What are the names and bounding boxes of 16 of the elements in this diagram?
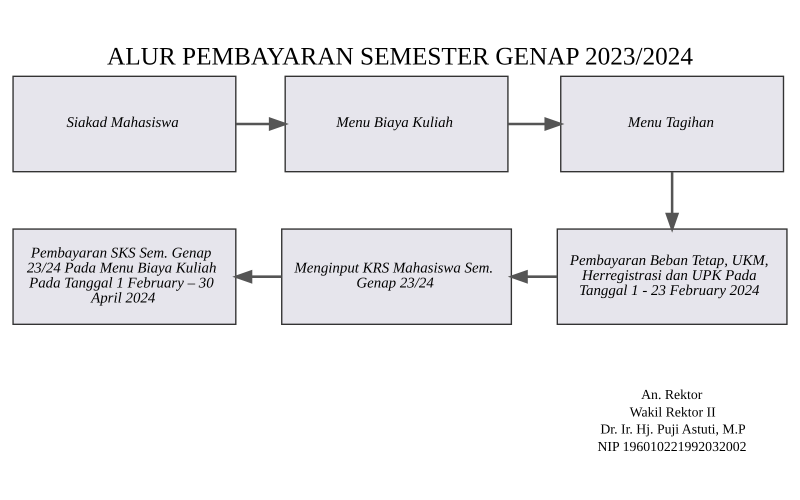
diagram-title: ALUR PEMBAYARAN SEMESTER GENAP 2023/2024 [107,42,693,70]
node-box: Menu Tagihan [560,76,784,172]
node-box: Menginput KRS Mahasiswa Sem. Genap 23/24 [281,228,512,326]
label: NIP 196010221992032002 [597,438,747,454]
arrow [236,116,289,131]
node-box: Pembayaran Beban Tetap, UKM, Herregistrasi dan UPK Pada Tanggal 1 - 23 February 2024 [556,228,788,326]
label: Dr. Ir. Hj. Puji Astuti, M.P [600,422,746,437]
label: Wakil Rektor II [630,404,716,420]
arrow [508,116,564,131]
arrow [232,270,282,284]
label: An. Rektor [641,387,702,402]
arrow [508,270,558,284]
node-box: Siakad Mahasiswa [12,76,236,172]
node-box: Pembayaran SKS Sem. Genap 23/24 Pada Menu Biaya Kuliah Pada Tanggal 1 February – 30 April 2024 [12,228,236,326]
arrow [665,172,680,233]
node-box: Menu Biaya Kuliah [284,76,509,172]
